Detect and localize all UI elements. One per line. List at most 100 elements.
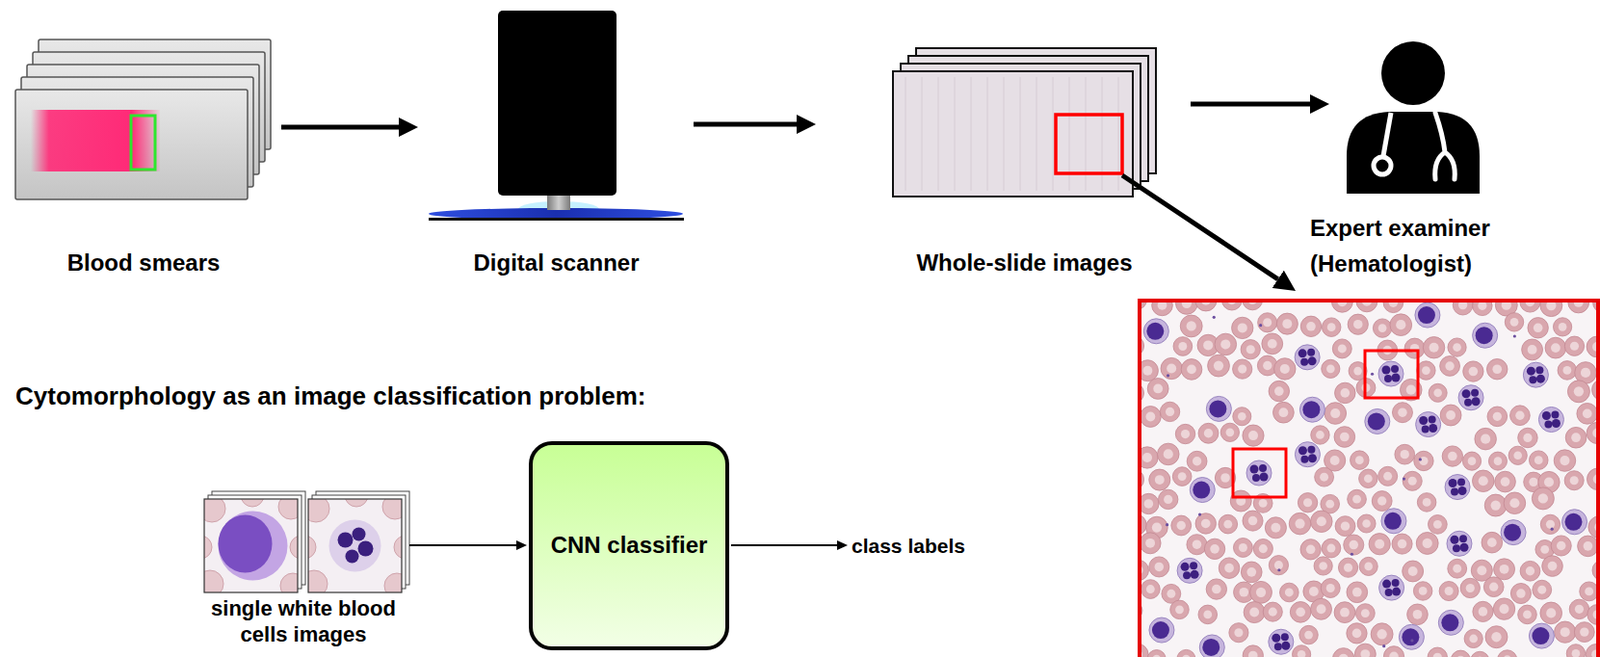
red-blood-cell [1242, 645, 1263, 657]
red-cell-pallor [1319, 472, 1329, 482]
red-blood-cell [1504, 313, 1523, 332]
red-blood-cell [1474, 427, 1497, 450]
node-label: Digital scanner [472, 249, 639, 278]
red-cell-pallor [1146, 584, 1155, 594]
red-blood-cell [1442, 445, 1463, 467]
scan-texture [987, 77, 989, 191]
red-cell-pallor [1522, 609, 1532, 619]
red-cell-pallor [1237, 412, 1247, 421]
red-blood-cell [1175, 423, 1195, 444]
nucleus-lobe [1536, 374, 1546, 384]
red-cell-pallor [1492, 364, 1502, 374]
zoom-leader-arrow [1122, 175, 1279, 280]
red-blood-cell [1440, 404, 1462, 426]
nucleus [1192, 481, 1210, 499]
nucleus [1531, 627, 1549, 645]
red-blood-cell [1313, 556, 1333, 576]
red-blood-cell [1334, 426, 1356, 448]
white-blood-cell [1299, 396, 1325, 422]
nucleus-lobe [1550, 410, 1559, 419]
red-cell-pallor [1256, 587, 1266, 598]
stage-caption-node: Blood smears [15, 38, 272, 278]
nucleus [1441, 613, 1459, 631]
flow-arrow [731, 544, 838, 547]
red-cell-pallor [1339, 388, 1350, 398]
red-blood-cell [382, 498, 402, 520]
red-cell-pallor [1546, 520, 1555, 529]
red-cell-pallor [1325, 499, 1335, 509]
red-cell-pallor [1165, 407, 1175, 417]
red-blood-cell [1573, 622, 1595, 643]
red-cell-pallor [1546, 607, 1556, 618]
red-blood-cell [1207, 354, 1231, 377]
red-cell-pallor [1226, 427, 1235, 437]
red-blood-cell [1460, 577, 1480, 598]
examiner-node: Expert examiner (Hematologist) [1310, 40, 1542, 282]
red-cell-pallor [1343, 563, 1353, 573]
red-cell-pallor [1580, 367, 1591, 378]
nucleus-lobe [1252, 473, 1260, 482]
red-cell-pallor [1487, 537, 1497, 548]
red-cell-pallor [1572, 649, 1581, 657]
red-blood-cell [1542, 555, 1564, 578]
white-blood-cell [1149, 617, 1175, 643]
nucleus-lobe [1382, 366, 1391, 375]
red-cell-pallor [1362, 519, 1371, 528]
nucleus-lobe [352, 527, 367, 542]
red-blood-cell [1428, 515, 1448, 535]
red-blood-cell [1472, 470, 1495, 492]
red-blood-cell [1332, 648, 1355, 657]
scanner-body [498, 10, 617, 196]
red-cell-pallor [1267, 339, 1278, 349]
red-cell-pallor [1540, 545, 1549, 554]
red-cell-pallor [1498, 603, 1509, 614]
red-cell-pallor [1522, 433, 1532, 443]
red-blood-cell [1346, 581, 1368, 604]
red-cell-pallor [1525, 566, 1535, 576]
red-blood-cell [1195, 513, 1216, 534]
red-blood-cell [1273, 401, 1295, 423]
platelet [1350, 552, 1354, 556]
red-blood-cell [1139, 446, 1158, 469]
red-cell-pallor [1558, 322, 1568, 332]
red-cell-pallor [1475, 656, 1485, 657]
red-blood-cell [1292, 645, 1312, 657]
red-cell-pallor [1452, 564, 1462, 574]
red-blood-cell [1487, 406, 1508, 427]
red-blood-cell [1335, 382, 1356, 403]
red-cell-pallor [1363, 562, 1373, 572]
nucleus [1367, 412, 1386, 430]
red-blood-cell [1218, 514, 1238, 534]
red-blood-cell [1152, 300, 1174, 316]
red-blood-cell [1370, 623, 1393, 646]
red-cell-pallor [1309, 586, 1319, 597]
nucleus-lobe [1307, 445, 1315, 454]
nucleus-lobe [358, 541, 374, 557]
red-blood-cell [1232, 316, 1254, 339]
section-heading: Cytomorphology as an image classificatio… [15, 381, 646, 412]
output-node: class labels [851, 531, 987, 561]
red-cell-pallor [1550, 342, 1561, 353]
red-cell-pallor [1145, 538, 1155, 549]
red-cell-pallor [1466, 583, 1475, 593]
red-blood-cell [240, 498, 264, 507]
red-cell-pallor [1262, 361, 1272, 370]
red-blood-cell [1413, 581, 1432, 601]
platelet [1410, 638, 1414, 642]
red-cell-pallor [1220, 339, 1231, 349]
white-blood-cell [1438, 609, 1464, 635]
scanner-icon [428, 10, 684, 221]
red-blood-cell [1147, 378, 1169, 400]
platelet [1370, 372, 1374, 376]
red-cell-pallor [1339, 432, 1350, 443]
red-cell-pallor [1500, 476, 1511, 487]
red-blood-cell [1240, 340, 1260, 360]
red-cell-pallor [1579, 627, 1589, 636]
red-blood-cell [1280, 582, 1300, 603]
red-blood-cell [1447, 558, 1468, 578]
red-cell-pallor [1340, 521, 1350, 530]
red-cell-pallor [1559, 455, 1570, 466]
doctor-head [1381, 41, 1445, 105]
thumbnail-border [308, 498, 402, 593]
